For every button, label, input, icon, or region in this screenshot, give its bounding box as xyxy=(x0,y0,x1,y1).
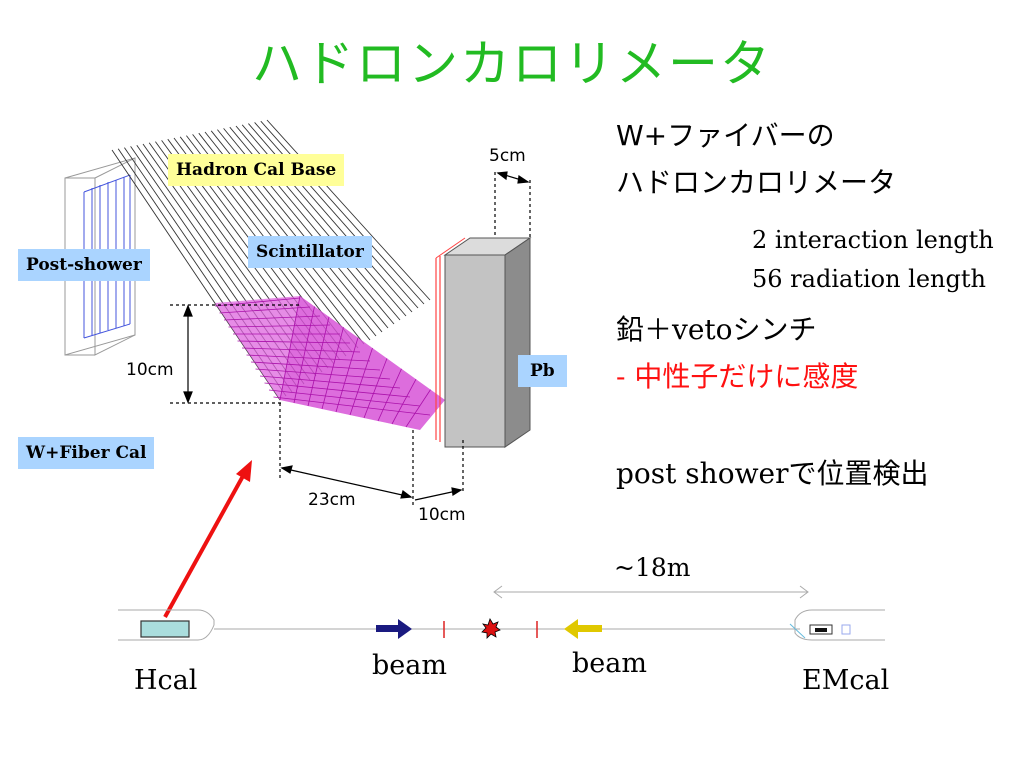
post-shower-suffix: で位置検出 xyxy=(788,457,929,490)
scintillator-region xyxy=(215,296,445,430)
emcal-label: EMcal xyxy=(802,665,890,696)
emcal-box xyxy=(789,623,851,639)
hcal-pointer-arrow xyxy=(163,460,252,618)
scintillator-line xyxy=(363,358,388,419)
scintillator-line xyxy=(307,316,330,407)
pb-label: Pb xyxy=(518,355,567,387)
scintillator-line xyxy=(391,379,417,425)
veto-prefix: 鉛＋ xyxy=(616,313,673,346)
scintillator-line xyxy=(377,368,402,422)
beam-right-label: beam xyxy=(572,648,647,679)
dimension-lines xyxy=(170,171,531,505)
post-shower-label: Post-shower xyxy=(18,249,150,281)
veto-line: 鉛＋vetoシンチ xyxy=(616,308,817,348)
scintillator-label: Scintillator xyxy=(248,236,372,268)
scintillator-line xyxy=(246,354,371,362)
dimension-23cm: 23cm xyxy=(308,490,356,510)
scintillator-line xyxy=(321,327,344,410)
scintillator-line xyxy=(241,347,361,353)
scintillator-line xyxy=(264,382,411,398)
dimension-10cm-vertical: 10cm xyxy=(126,360,174,380)
hcal-label: Hcal xyxy=(134,665,198,696)
beam-right-arrow-icon xyxy=(564,619,602,639)
scintillator-line xyxy=(219,306,311,314)
scintillator-line xyxy=(335,337,359,413)
fiber-line xyxy=(260,120,425,305)
scintillator-line xyxy=(214,297,301,307)
scintillator-line xyxy=(223,315,321,321)
dimension-5cm: 5cm xyxy=(489,146,526,166)
heading-line-1-text: W+ファイバーの xyxy=(616,119,835,152)
pb-block xyxy=(435,237,532,448)
heading-line-2: ハドロンカロリメータ xyxy=(616,166,897,199)
scintillator-line xyxy=(268,389,421,407)
distance-label: ~18m xyxy=(614,553,691,582)
interaction-length: 2 interaction length xyxy=(752,226,994,254)
scintillator-line xyxy=(237,340,351,344)
heading-line-1: W+ファイバーの xyxy=(616,114,835,154)
w-fiber-cal-label: W+Fiber Cal xyxy=(18,437,155,469)
scintillator-line xyxy=(228,324,331,328)
hcal-box xyxy=(140,620,190,638)
beamline xyxy=(118,585,885,641)
fiber-line xyxy=(266,119,431,301)
page-title: ハドロンカロリメータ xyxy=(252,35,772,93)
hadron-cal-base-label: Hadron Cal Base xyxy=(168,154,345,186)
veto-roman: veto xyxy=(672,313,733,346)
post-shower-line: post showerで位置検出 xyxy=(616,452,929,492)
beam-left-label: beam xyxy=(372,650,447,681)
scintillator-line xyxy=(279,295,301,401)
neutron-dash: - xyxy=(616,360,635,393)
neutron-sensitivity-line: - 中性子だけに感度 xyxy=(616,355,858,395)
scintillator-lines xyxy=(214,295,431,428)
beam-left-arrow-icon xyxy=(376,619,412,639)
radiation-length: 56 radiation length xyxy=(752,265,986,293)
fiber-line xyxy=(111,149,281,401)
scintillator-line xyxy=(273,396,431,416)
scintillator-line xyxy=(250,361,381,371)
scintillator-line xyxy=(349,347,373,416)
collision-point-icon xyxy=(481,618,501,639)
veto-suffix: シンチ xyxy=(732,313,817,346)
scintillator-line xyxy=(405,389,431,428)
fiber-line xyxy=(254,122,419,309)
scintillator-line xyxy=(255,368,391,380)
neutron-text: 中性子だけに感度 xyxy=(634,360,859,393)
post-shower-roman: post shower xyxy=(616,457,789,490)
dimension-10cm-bottom: 10cm xyxy=(418,505,466,525)
scintillator-line xyxy=(293,306,315,404)
